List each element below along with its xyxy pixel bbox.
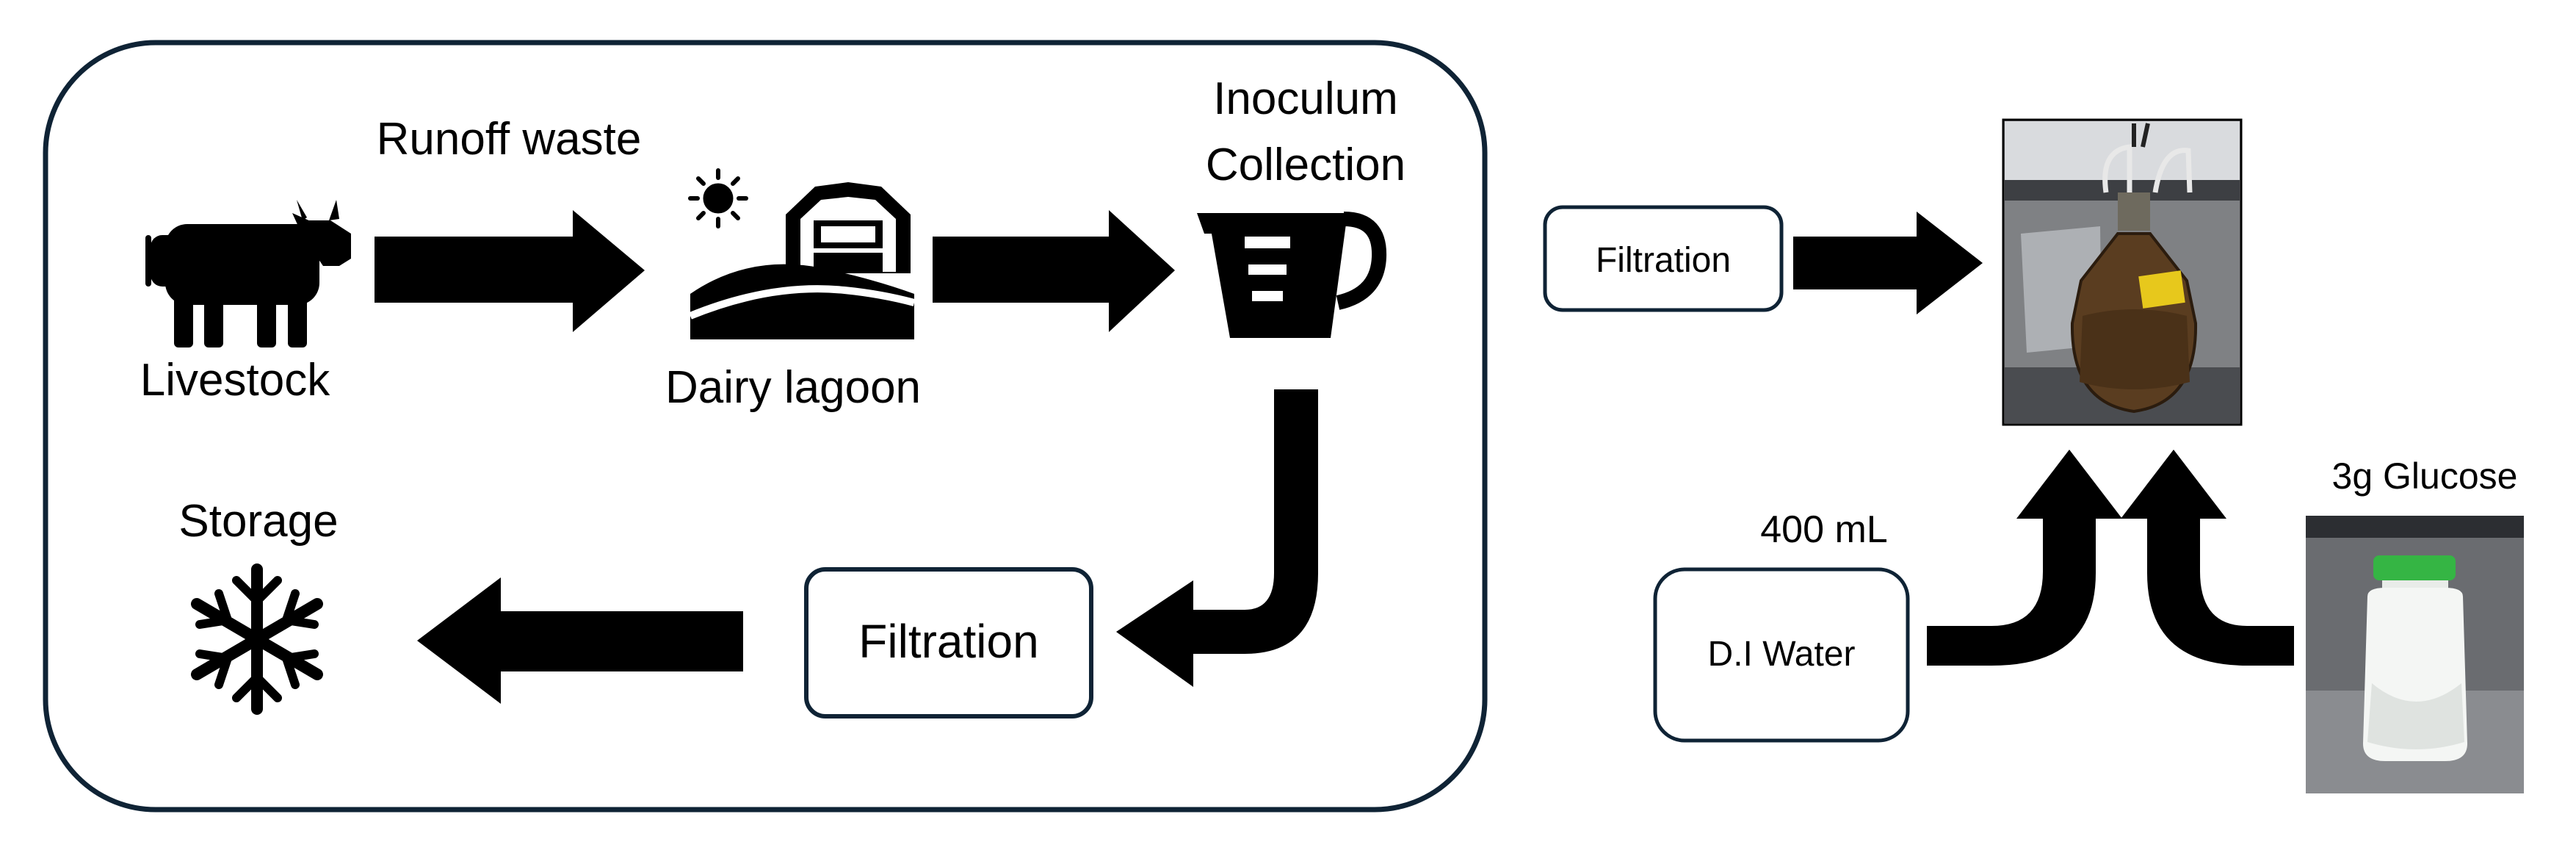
measuring-cup-icon <box>1197 212 1387 338</box>
water-label: D.I Water <box>1708 635 1856 674</box>
arrow-filtration-to-storage <box>417 577 743 704</box>
storage-label: Storage <box>178 496 338 547</box>
snowflake-icon <box>191 563 323 715</box>
arrow-lagoon-to-collection <box>933 210 1175 332</box>
inoculum-label-line2: Collection <box>1206 140 1405 190</box>
dairy-lagoon-label: Dairy lagoon <box>665 362 921 413</box>
barn-icon <box>786 182 911 273</box>
hill-gap <box>689 285 916 320</box>
arrow-water-to-reactor <box>1927 450 2122 666</box>
filtration-label: Filtration <box>858 615 1038 668</box>
sun-icon <box>688 168 748 228</box>
arrow-collection-to-filtration <box>1116 389 1318 687</box>
runoff-waste-label: Runoff waste <box>377 114 642 165</box>
glucose-bottle-photo <box>2306 516 2524 793</box>
filtration-box <box>804 567 1093 718</box>
reactor-photo <box>2002 118 2243 426</box>
arrow-livestock-to-lagoon <box>375 210 645 332</box>
water-box <box>1653 567 1910 743</box>
inoculum-label-line1: Inoculum <box>1213 73 1398 124</box>
hills-icon <box>690 264 914 339</box>
arrow-glucose-to-reactor <box>2121 450 2294 666</box>
process-frame <box>43 40 1488 813</box>
filtration-box-setup <box>1543 205 1784 312</box>
cow-icon <box>145 200 351 347</box>
arrow-filtration-to-reactor <box>1793 212 1983 314</box>
livestock-label: Livestock <box>140 355 330 406</box>
water-volume-label: 400 mL <box>1760 508 1887 551</box>
setup-filtration-label: Filtration <box>1596 241 1731 280</box>
glucose-label: 3g Glucose <box>2332 455 2518 497</box>
